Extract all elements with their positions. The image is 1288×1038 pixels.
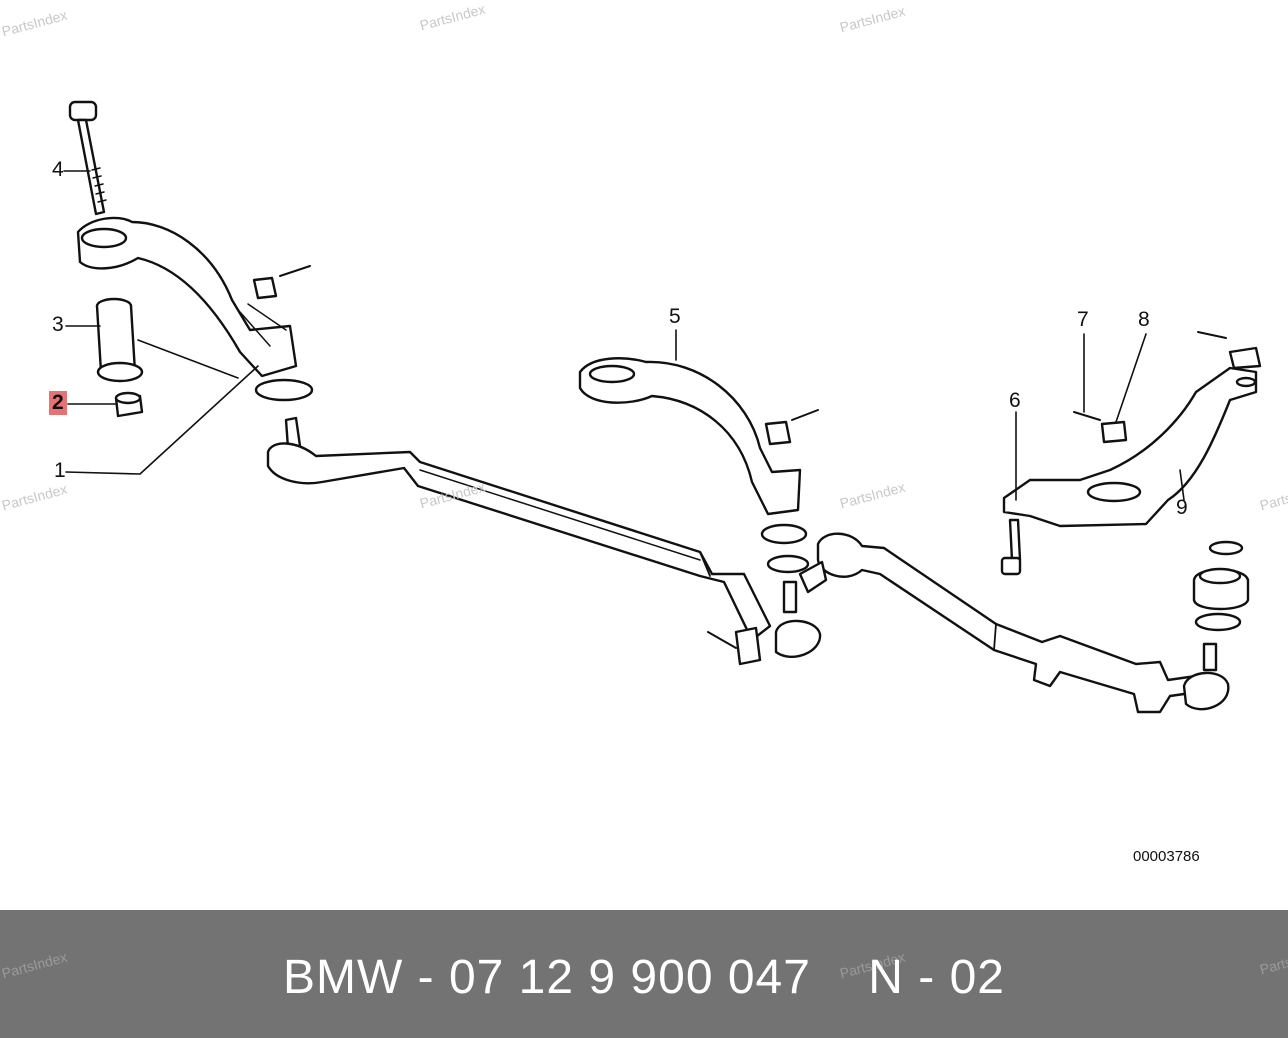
bolt-part-4 [68,100,107,216]
parts-diagram [63,100,1262,714]
idler-arm-part-5 [578,357,802,516]
nut-part-2 [114,391,144,418]
part-number-title: BMW - 07 12 9 900 047 N - 02 [282,951,1005,1004]
bracket-part-9 [1002,331,1262,528]
nut-part-8 [1100,420,1128,444]
washer-center-lower [766,554,810,574]
footer-bar: PartsIndex PartsIndex PartsIndex BMW - 0… [0,910,1288,1038]
washer-center-upper [760,523,808,545]
ball-joint-center [707,580,822,666]
callout-8[interactable]: 8 [1138,308,1150,331]
castle-nut-center [764,409,819,446]
callout-5[interactable]: 5 [669,305,681,328]
leader-lines [63,170,1185,501]
callout-3[interactable]: 3 [52,313,64,336]
washer-left [254,378,314,402]
right-tie-rod [798,532,1230,714]
castle-nut-left [252,265,311,300]
callout-2-highlighted[interactable]: 2 [49,391,67,415]
pitman-arm-part-1 [76,216,298,378]
center-tie-rod [266,416,772,642]
document-number: 00003786 [1133,848,1200,865]
o-ring-upper [1208,540,1244,556]
pin-part-7 [1073,411,1101,421]
o-ring-lower [1194,612,1242,632]
callout-1[interactable]: 1 [54,459,66,482]
callout-7[interactable]: 7 [1077,308,1089,331]
callout-9[interactable]: 9 [1176,496,1188,519]
callout-6[interactable]: 6 [1009,389,1021,412]
callout-4[interactable]: 4 [52,158,64,181]
bushing-part-3 [95,297,144,383]
bearing-right [1192,567,1250,611]
bolt-part-6 [1000,518,1022,576]
